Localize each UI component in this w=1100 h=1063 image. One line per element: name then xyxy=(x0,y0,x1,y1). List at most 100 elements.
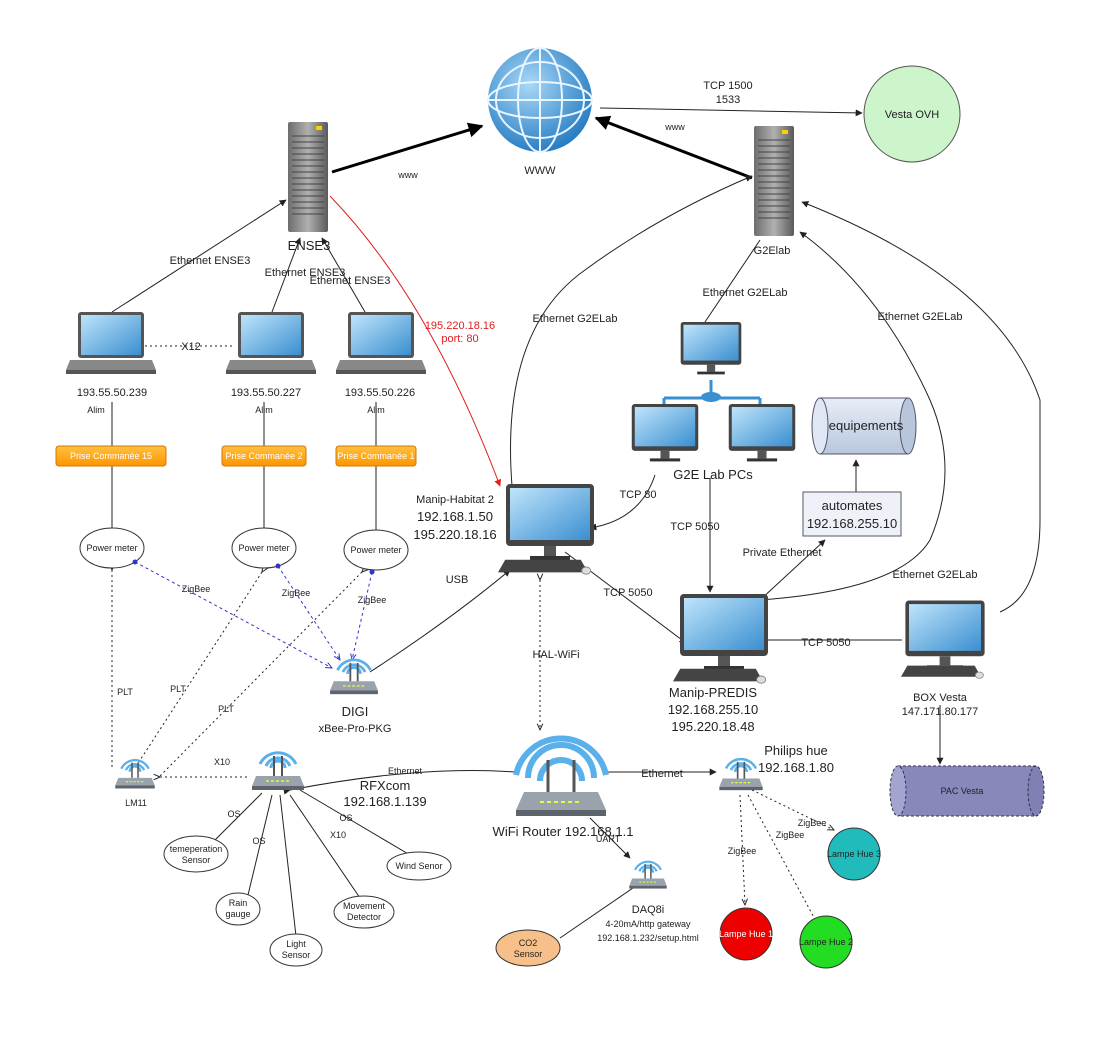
edge-box-g2elab xyxy=(801,201,1041,613)
label-1533: 1533 xyxy=(716,94,740,106)
equipements-label: equipements xyxy=(829,418,904,433)
g2elab-label: G2Elab xyxy=(754,245,791,257)
label-eth-ense3-3: Ethernet ENSE3 xyxy=(310,275,391,287)
philips-label-1: Philips hue xyxy=(764,743,828,758)
label-eth-ense3-2: Ethernet ENSE3 xyxy=(265,267,346,279)
lampe-hue-3-node xyxy=(827,827,881,881)
edge-rfx-light xyxy=(279,794,297,937)
label-eth-g2e-2: Ethernet G2ELab xyxy=(702,287,787,299)
power-meter-2-label: Power meter xyxy=(238,543,289,553)
label-alim-1: Alim xyxy=(87,405,105,415)
edge-router-daq xyxy=(589,817,631,859)
manip-predis-label-2: 192.168.255.10 xyxy=(668,702,758,717)
lampe1-label: Lampe Hue 1 xyxy=(719,929,773,939)
connections xyxy=(111,107,1041,939)
edge-hue-l2 xyxy=(747,794,818,925)
edge-plt-2 xyxy=(134,572,262,769)
light-label-2: Sensor xyxy=(282,950,311,960)
daq8i-wifi-icon xyxy=(628,860,668,890)
manip-habitat-label-2: 192.168.1.50 xyxy=(417,509,493,524)
label-hal-wifi: HAL-WiFi xyxy=(532,649,579,661)
edge-manip-g2elab xyxy=(510,175,753,487)
box-vesta-label-1: BOX Vesta xyxy=(913,692,968,704)
desktop-icon xyxy=(631,404,699,462)
power-meter-2 xyxy=(231,527,297,569)
power-meter-3 xyxy=(343,529,409,571)
laptop-icon xyxy=(226,312,316,374)
edge-g2elab-www xyxy=(594,115,753,180)
label-tcp80: TCP 80 xyxy=(619,489,656,501)
keyboard-icon xyxy=(497,559,592,575)
label-tcp5050-1: TCP 5050 xyxy=(670,521,719,533)
label-zigbee-3: ZigBee xyxy=(358,595,387,605)
light-label-1: Light xyxy=(286,939,306,949)
label-os-3: OS xyxy=(339,813,352,823)
edge-hue-l3 xyxy=(751,789,834,830)
rfxcom-label-1: RFXcom xyxy=(360,778,411,793)
label-uart: UART xyxy=(596,834,621,844)
ense3-label: ENSE3 xyxy=(288,238,331,253)
prise2-box xyxy=(221,445,307,467)
edge-plt-3 xyxy=(159,572,362,777)
lm11-wifi-icon xyxy=(114,758,156,790)
lampe-hue-2-node xyxy=(799,915,853,969)
lm11-label: LM11 xyxy=(125,798,147,808)
edge-rfx-router xyxy=(283,770,516,795)
manip-predis-label-3: 195.220.18.48 xyxy=(671,719,754,734)
label-tcp5050-3: TCP 5050 xyxy=(801,637,850,649)
label-eth-g2e-3: Ethernet G2ELab xyxy=(877,311,962,323)
edge-usb xyxy=(369,569,511,673)
zigbee-dot xyxy=(132,559,138,565)
label-www-right: www xyxy=(664,122,685,132)
edge-ense3-www xyxy=(331,122,484,174)
g2elab-server-icon xyxy=(753,126,795,236)
zigbee-dot xyxy=(275,563,281,569)
label-red-port: port: 80 xyxy=(441,333,478,345)
light-sensor-node xyxy=(269,933,323,967)
label-www-left: www xyxy=(397,170,418,180)
label-eth-g2e-4: Ethernet G2ELab xyxy=(892,569,977,581)
laptop2-ip: 193.55.50.227 xyxy=(231,387,301,399)
wind-sensor-node xyxy=(386,851,452,881)
edge-daq-co2 xyxy=(559,887,634,939)
rain-gauge-node xyxy=(215,892,261,926)
label-alim-3: Alim xyxy=(367,405,385,415)
edge-zigbee-3 xyxy=(352,571,373,660)
label-plt-1: PLT xyxy=(117,687,133,697)
edge-tcp80 xyxy=(589,474,656,531)
prise1-label: Prise Commanée 1 xyxy=(337,451,414,461)
g2e-pcs-label: G2E Lab PCs xyxy=(673,467,753,482)
edge-laptop1-ense3 xyxy=(111,199,287,313)
www-label: WWW xyxy=(524,165,556,177)
manip-predis-label-1: Manip-PREDIS xyxy=(669,685,757,700)
philips-hue-wifi-icon xyxy=(718,757,764,792)
daq-label-1: DAQ8i xyxy=(632,904,664,916)
edge-laptop2-ense3 xyxy=(271,237,302,313)
vesta-ovh-node xyxy=(863,65,961,163)
prise1-box xyxy=(335,445,417,467)
desktop-icon xyxy=(728,404,796,462)
philips-label-2: 192.168.1.80 xyxy=(758,760,834,775)
label-private-eth: Private Ethernet xyxy=(743,547,822,559)
edge-private-eth xyxy=(759,539,826,601)
label-red-ip: 195.220.18.16 xyxy=(425,320,495,332)
label-zigbee-1: ZigBee xyxy=(182,584,211,594)
www-globe-icon xyxy=(487,47,593,153)
box-vesta-label-2: 147.171.80.177 xyxy=(902,706,978,718)
movement-label-1: Movement xyxy=(343,901,386,911)
g2e-lab-pcs-group xyxy=(631,322,796,462)
box-vesta-desktop-icon xyxy=(905,600,985,669)
edge-rfx-rain xyxy=(247,794,273,896)
edge-zigbee-2 xyxy=(277,565,340,660)
label-tcp5050-2: TCP 5050 xyxy=(603,587,652,599)
rfxcom-label-2: 192.168.1.139 xyxy=(343,794,426,809)
power-meter-1-label: Power meter xyxy=(86,543,137,553)
label-x10-2: X10 xyxy=(330,830,346,840)
edge-rfx-wind xyxy=(299,789,411,856)
label-os-1: OS xyxy=(227,809,240,819)
label-zigbee-6: ZigBee xyxy=(798,818,827,828)
digi-wifi-icon xyxy=(328,658,380,696)
co2-label-1: CO2 xyxy=(519,938,538,948)
label-zigbee-4: ZigBee xyxy=(728,846,757,856)
